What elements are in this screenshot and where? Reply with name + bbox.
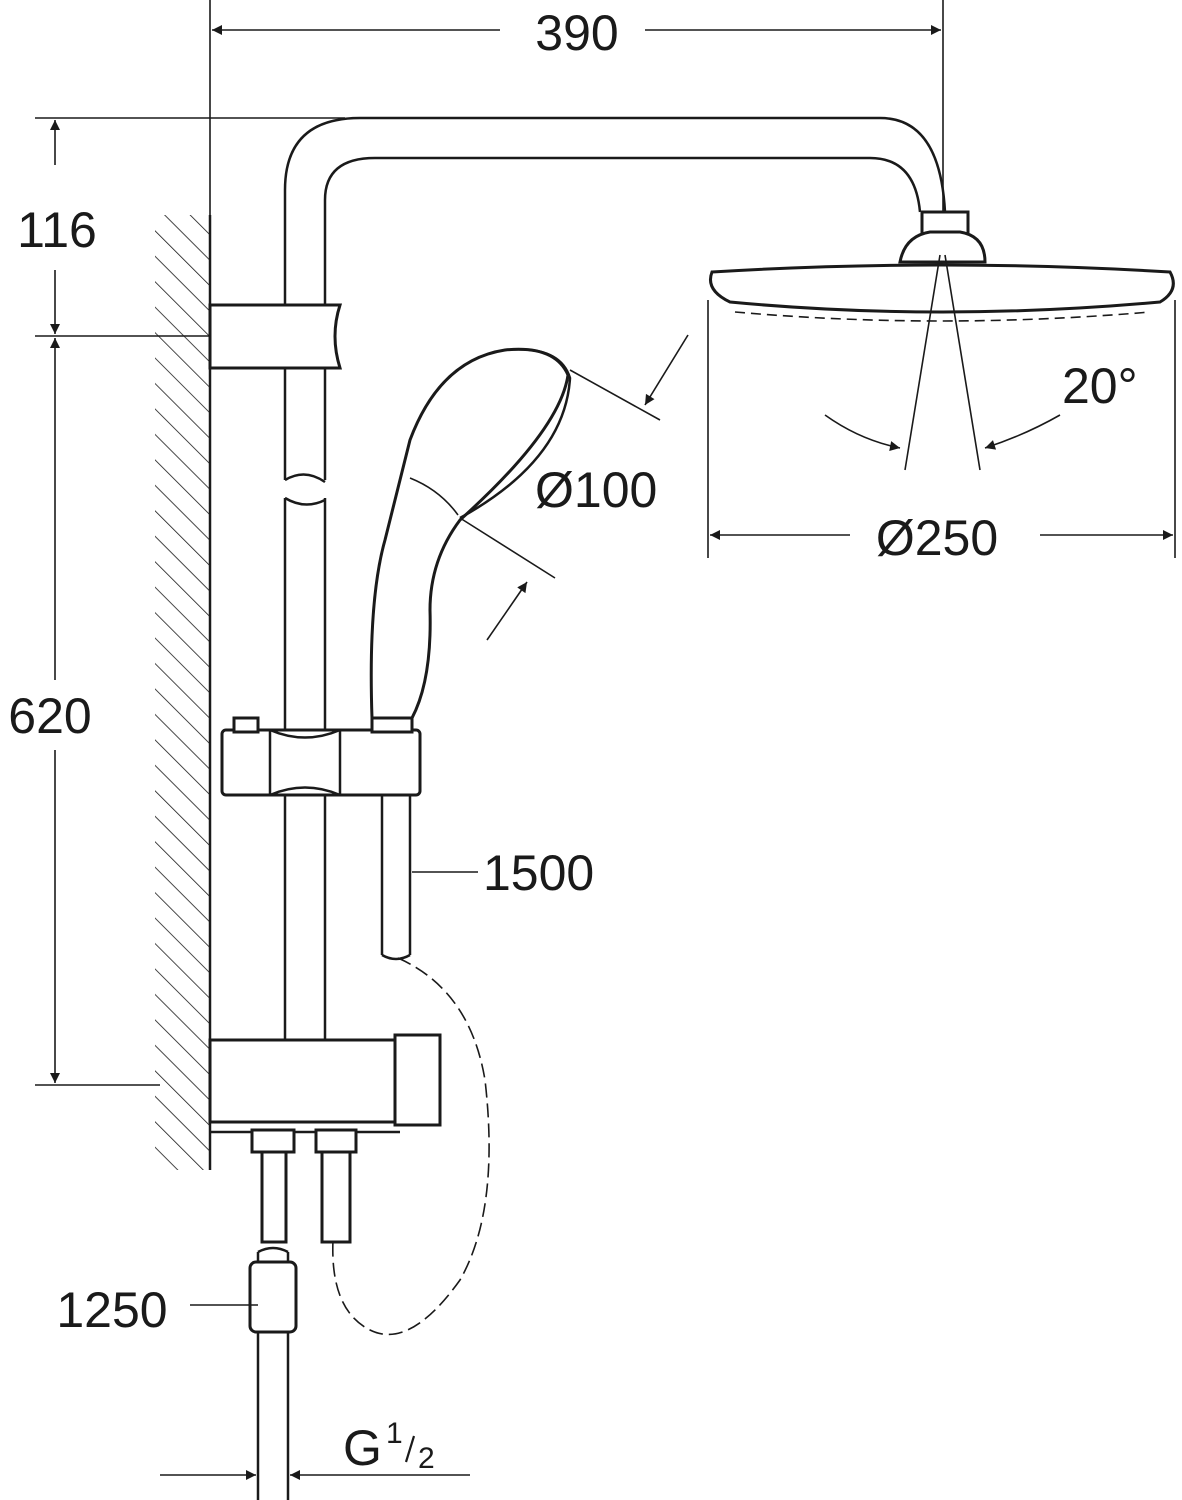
thread-numerator: 1: [386, 1417, 403, 1450]
slider: [220, 716, 422, 797]
rail-height-label: 620: [8, 688, 91, 744]
shower-hose: 1500: [332, 795, 594, 1336]
wall: [155, 215, 212, 1170]
supply-hose: 1250 G 1 2: [56, 1246, 470, 1500]
head-shower: 20° Ø250: [707, 210, 1176, 566]
thread-denominator: 2: [418, 1442, 435, 1475]
head-shower-diameter-label: Ø250: [876, 510, 998, 566]
width-label: 390: [535, 5, 618, 61]
arm-height-label: 116: [17, 202, 97, 258]
thread-prefix: G: [343, 1420, 382, 1476]
dimension-hand-shower: Ø100: [459, 334, 689, 641]
hand-shower: [369, 347, 572, 734]
wall-bracket: [208, 303, 343, 370]
supply-hose-length-label: 1250: [56, 1282, 167, 1338]
thread-fraction-slash: [404, 1435, 416, 1463]
riser-rail: [283, 116, 947, 1040]
mixer-body: [208, 1033, 442, 1244]
dimension-heights: 116 620: [8, 117, 345, 1086]
hand-shower-diameter-label: Ø100: [535, 462, 657, 518]
dimension-width: 390: [209, 0, 944, 215]
shower-hose-length-label: 1500: [483, 845, 594, 901]
spray-angle-label: 20°: [1062, 358, 1138, 414]
